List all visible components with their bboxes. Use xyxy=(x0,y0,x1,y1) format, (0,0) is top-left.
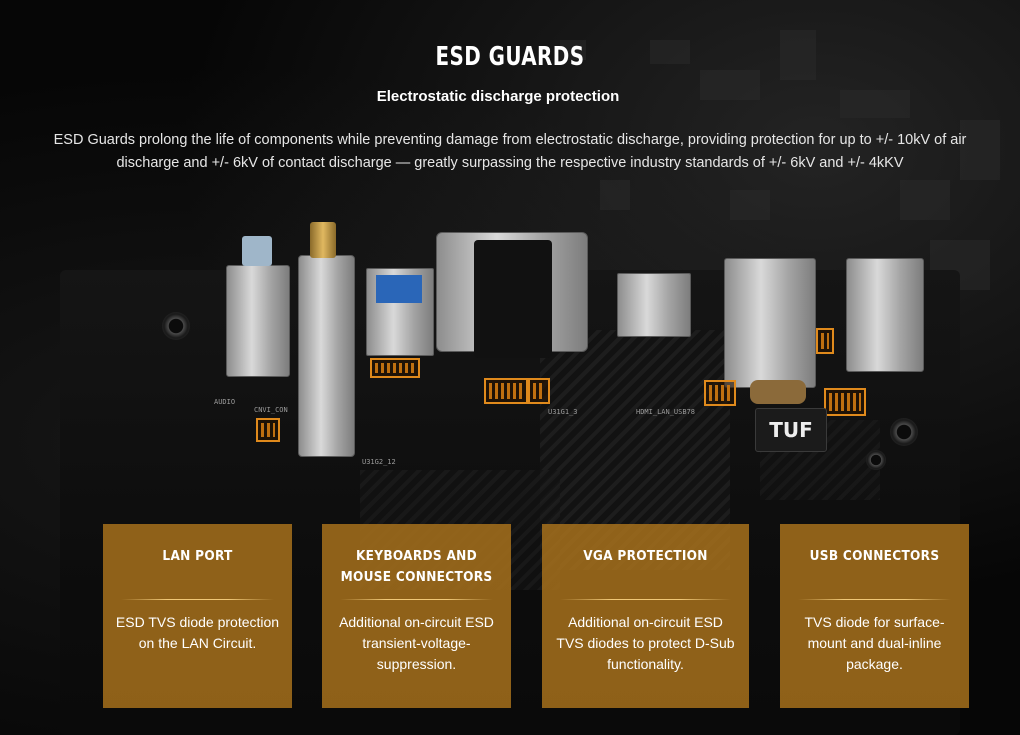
feature-card-keyboard-mouse: KEYBOARDS AND MOUSE CONNECTORS Additiona… xyxy=(322,524,511,708)
usb-stack xyxy=(846,258,924,372)
antenna-connector xyxy=(310,222,336,258)
esd-diode-usb xyxy=(370,358,420,378)
audio-jack xyxy=(226,265,290,377)
card-divider xyxy=(340,599,493,600)
card-body: Additional on-circuit ESD transient-volt… xyxy=(339,614,494,672)
page-subtitle: Electrostatic discharge protection xyxy=(376,88,620,105)
card-body: ESD TVS diode protection on the LAN Circ… xyxy=(115,614,280,651)
card-title: KEYBOARDS AND MOUSE CONNECTORS xyxy=(340,548,493,585)
card-divider xyxy=(560,599,731,600)
esd-diode-vga xyxy=(484,378,528,404)
audio-jack-blue xyxy=(242,236,272,266)
card-body: Additional on-circuit ESD TVS diodes to … xyxy=(556,614,735,672)
hdmi-port xyxy=(617,273,691,337)
lan-port-base xyxy=(750,380,806,404)
vga-connector-body xyxy=(474,240,552,358)
feature-card-lan-port: LAN PORT ESD TVS diode protection on the… xyxy=(103,524,292,708)
silkscreen-label: U31G1_3 xyxy=(548,408,578,416)
card-title: VGA PROTECTION xyxy=(583,548,708,564)
card-title: USB CONNECTORS xyxy=(809,548,940,564)
esd-diode-vga xyxy=(528,378,550,404)
page-title: ESD GUARDS xyxy=(435,42,585,72)
usb-port-tongue xyxy=(376,275,422,303)
wifi-module xyxy=(298,255,355,457)
silkscreen-label: CNVI_CON xyxy=(254,406,288,414)
lan-port xyxy=(724,258,816,388)
card-body: TVS diode for surface-mount and dual-inl… xyxy=(804,614,945,672)
silkscreen-label: U31G2_12 xyxy=(362,458,396,466)
esd-diode-lan xyxy=(816,328,834,354)
card-divider xyxy=(121,599,274,600)
mounting-hole xyxy=(866,450,886,470)
esd-diode-audio xyxy=(256,418,280,442)
card-divider xyxy=(798,599,951,600)
card-title: LAN PORT xyxy=(162,548,233,564)
feature-card-usb: USB CONNECTORS TVS diode for surface-mou… xyxy=(780,524,969,708)
feature-card-vga: VGA PROTECTION Additional on-circuit ESD… xyxy=(542,524,749,708)
esd-diode-usb-stack xyxy=(824,388,866,416)
mounting-hole xyxy=(890,418,918,446)
mounting-hole xyxy=(162,312,190,340)
esd-diode-hdmi xyxy=(704,380,736,406)
silkscreen-label: AUDIO xyxy=(214,398,236,406)
page-description: ESD Guards prolong the life of component… xyxy=(53,132,967,171)
silkscreen-label: HDMI_LAN_USB78 xyxy=(636,408,696,416)
tuf-chip: TUF xyxy=(755,408,827,452)
